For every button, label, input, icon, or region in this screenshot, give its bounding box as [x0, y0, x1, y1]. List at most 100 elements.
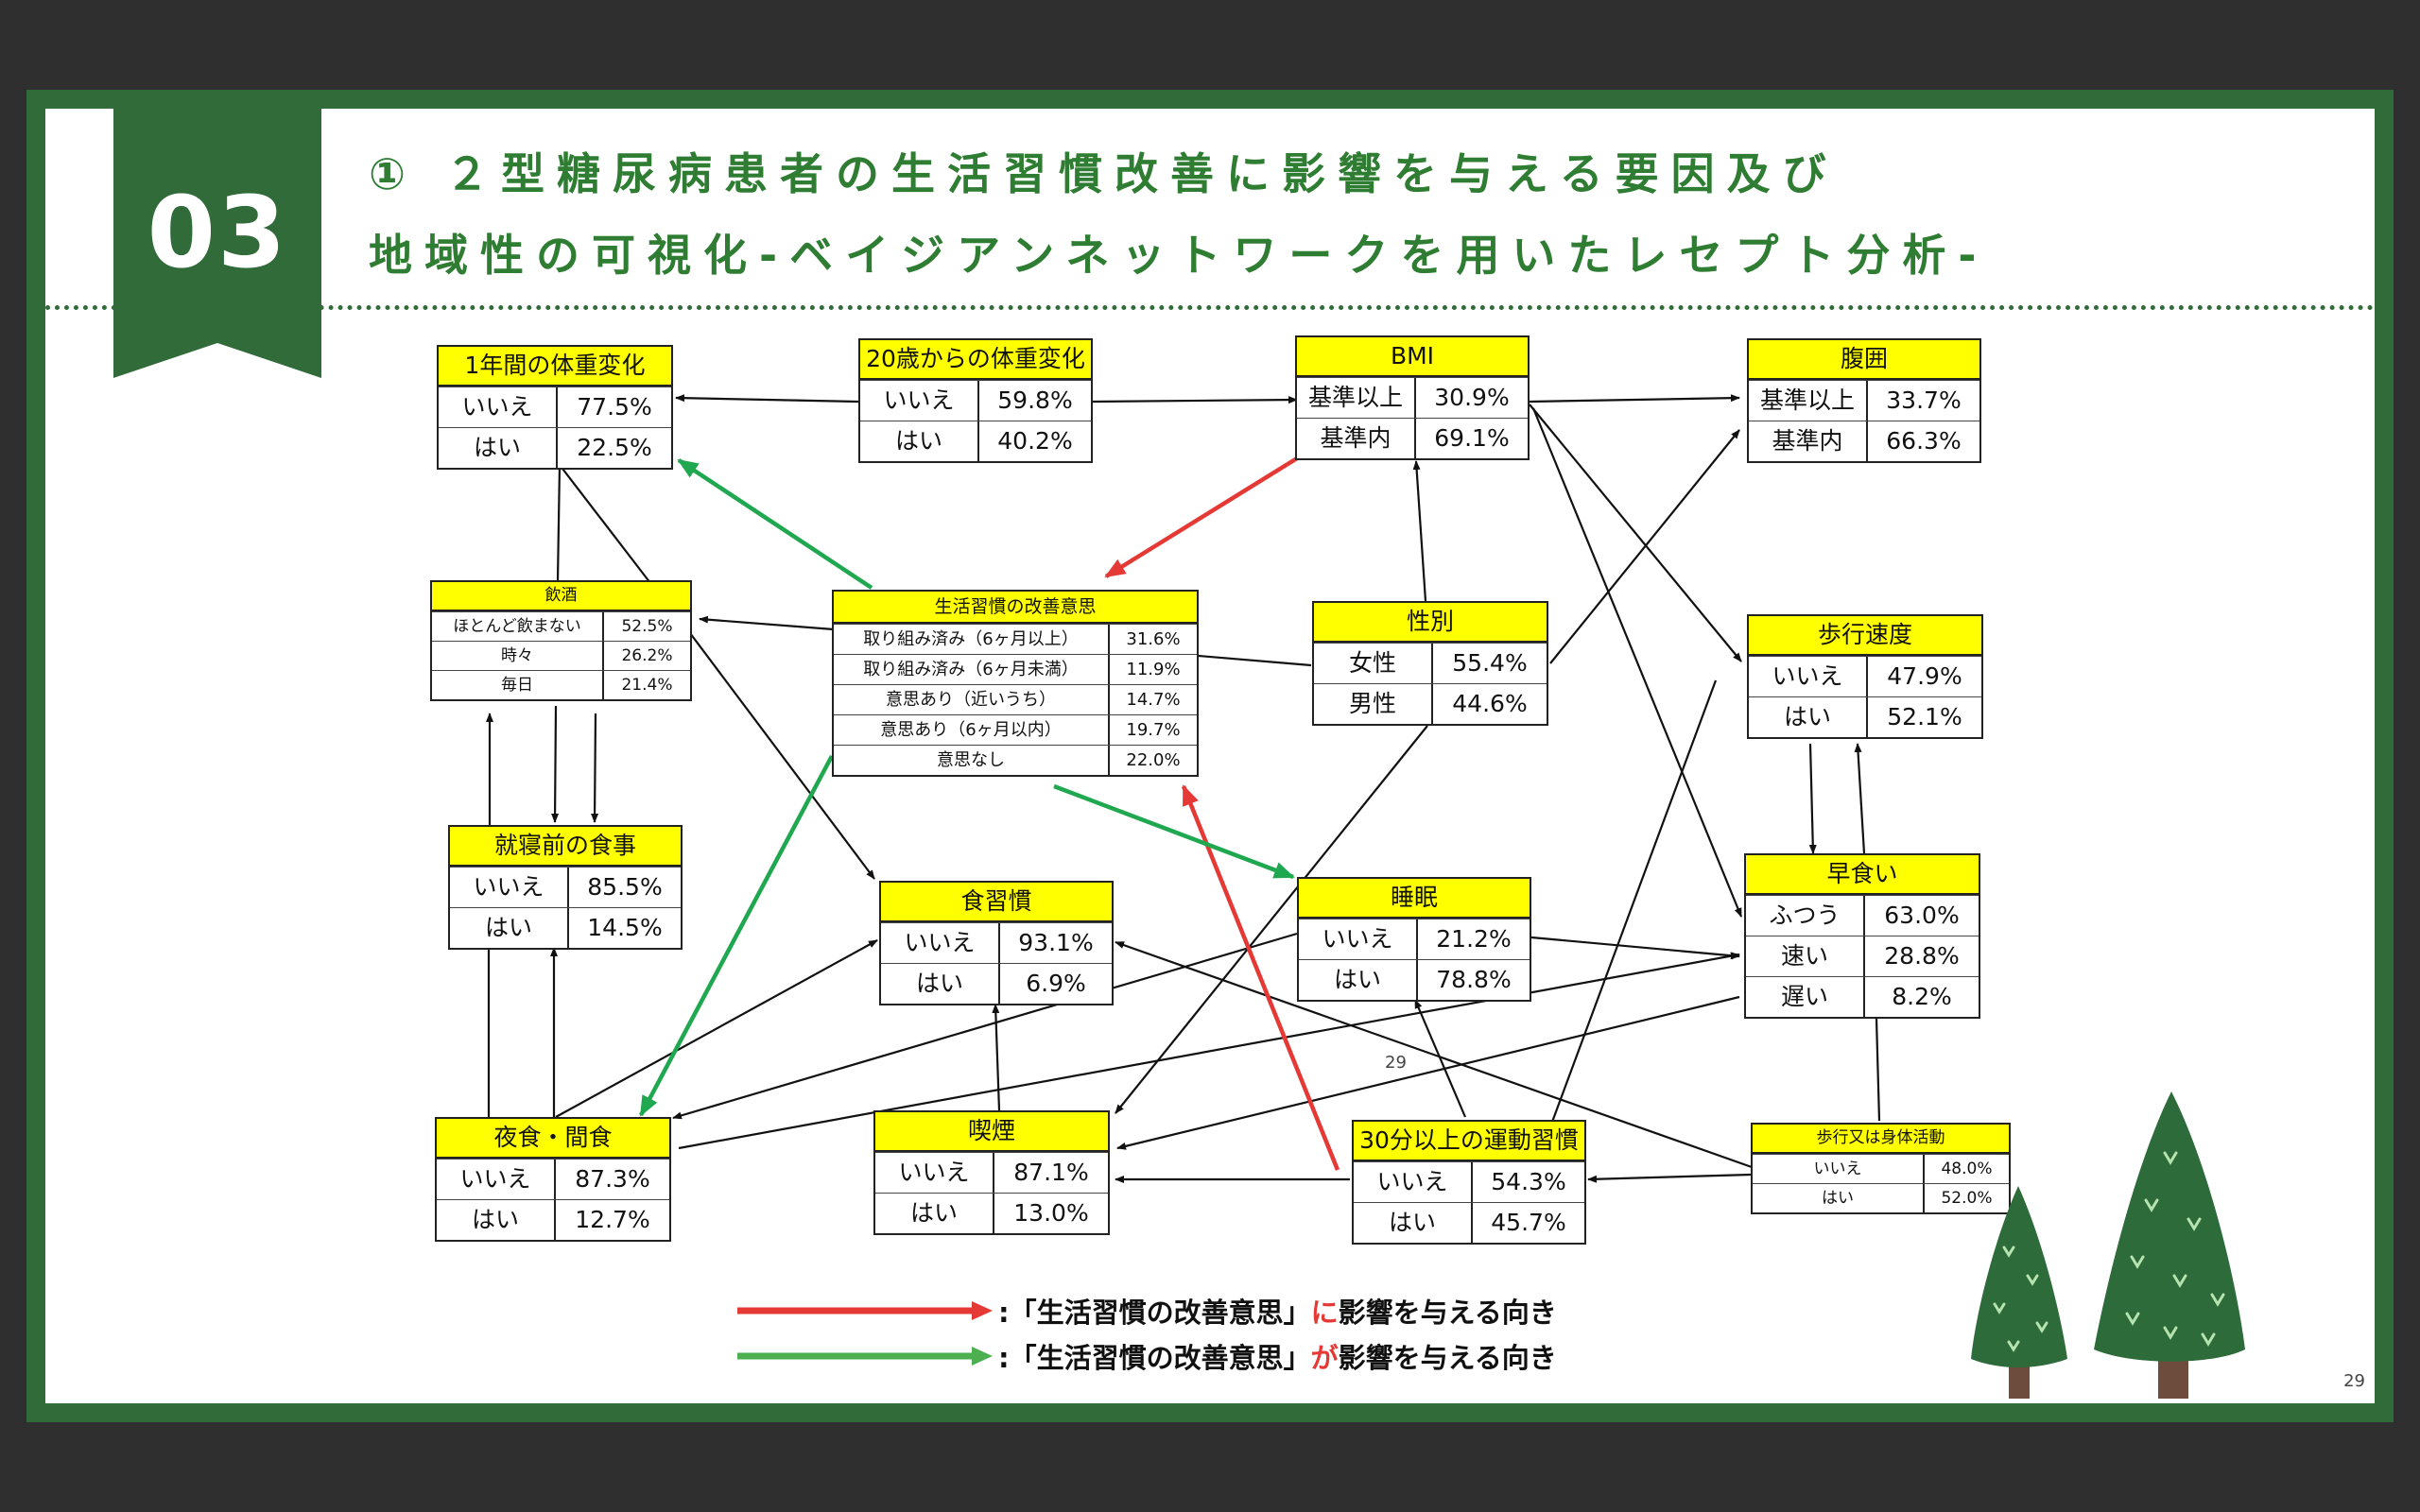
edge-red-exercise-intent	[1181, 784, 1340, 1171]
node-title: 1年間の体重変化	[439, 347, 671, 387]
center-number: 29	[1385, 1053, 1407, 1073]
node-title: 20歳からの体重変化	[860, 340, 1091, 380]
node-row: 取り組み済み（6ヶ月未満）11.9%	[834, 654, 1197, 684]
node-title: 生活習慣の改善意思	[834, 592, 1197, 624]
node-improvement-intention: 生活習慣の改善意思 取り組み済み（6ヶ月以上）31.6% 取り組み済み（6ヶ月未…	[832, 590, 1199, 777]
node-title: 喫煙	[875, 1112, 1108, 1152]
edge-intent-sex	[1198, 654, 1312, 667]
edge-activity-exercise	[1587, 1173, 1752, 1183]
node-title: BMI	[1297, 337, 1528, 377]
node-row: 取り組み済み（6ヶ月以上）31.6%	[834, 624, 1197, 654]
edge-bmi-walkspeed	[1529, 404, 1742, 662]
slide-title-line2: 地域性の可視化-ベイジアンネットワークを用いたレセプト分析-	[369, 230, 1989, 281]
legend-red-text: :「生活習慣の改善意思」に影響を与える向き	[998, 1297, 1557, 1329]
legend-red: :「生活習慣の改善意思」に影響を与える向き	[737, 1291, 1557, 1331]
node-title: 30分以上の運動習慣	[1354, 1122, 1584, 1161]
edge-weight1y-alcohol-a	[556, 464, 562, 582]
legend-green-arrow	[737, 1347, 993, 1366]
section-number: 03	[147, 175, 288, 290]
node-title: 歩行又は身体活動	[1753, 1125, 2009, 1154]
edge-red-bmi-intent	[1104, 456, 1299, 578]
edge-walkspeed-exercise	[1547, 679, 1718, 1133]
edge-sex-waist	[1549, 429, 1740, 664]
edge-weight20-weight1y	[675, 394, 859, 404]
edge-alcohol-diet	[689, 632, 875, 880]
edge-fasteat-walkspeed	[1854, 743, 1866, 854]
edge-smoke-diet	[992, 1004, 1001, 1111]
node-title: 早食い	[1746, 855, 1979, 895]
edge-exercise-sleep	[1413, 999, 1467, 1118]
edge-green-intent-snack	[639, 754, 834, 1117]
node-row: 意思あり（6ヶ月以内）19.7%	[834, 714, 1197, 745]
edge-fasteat-activity	[1875, 1018, 1881, 1122]
title-divider	[45, 305, 2375, 310]
edge-snack-diet	[555, 939, 878, 1118]
tree-illustration	[1971, 1091, 2245, 1399]
page-number: 29	[2343, 1371, 2365, 1391]
node-title: 飲酒	[432, 582, 690, 611]
node-row: 意思あり（近いうち）14.7%	[834, 684, 1197, 714]
legend-green-text: :「生活習慣の改善意思」が影響を与える向き	[998, 1342, 1557, 1374]
edge-alcohol-bedtime-2	[591, 713, 599, 823]
edge-sleep-fasteat	[1530, 936, 1740, 960]
edge-snack-fasteat	[678, 952, 1740, 1150]
node-title: 腹囲	[1749, 340, 1979, 380]
edge-green-intent-sleep	[1053, 783, 1295, 880]
legend-red-arrow	[737, 1301, 993, 1320]
edge-bmi-waist	[1529, 394, 1740, 404]
node-title: 夜食・間食	[437, 1119, 669, 1159]
edge-sleep-snack	[672, 932, 1298, 1120]
node-title: 睡眠	[1299, 879, 1530, 919]
node-title: 就寝前の食事	[450, 827, 681, 867]
edge-weight1y-alcohol-b	[559, 464, 651, 584]
edge-walkspeed-fasteat	[1808, 743, 1817, 854]
legend-green: :「生活習慣の改善意思」が影響を与える向き	[737, 1336, 1557, 1376]
node-title: 性別	[1314, 603, 1547, 643]
edge-green-intent-weight1y	[677, 458, 873, 590]
slide-title-line1: ① ２型糖尿病患者の生活習慣改善に影響を与える要因及び	[369, 148, 1839, 199]
edge-activity-diet	[1115, 940, 1753, 1169]
edge-fasteat-smoke	[1116, 995, 1740, 1150]
